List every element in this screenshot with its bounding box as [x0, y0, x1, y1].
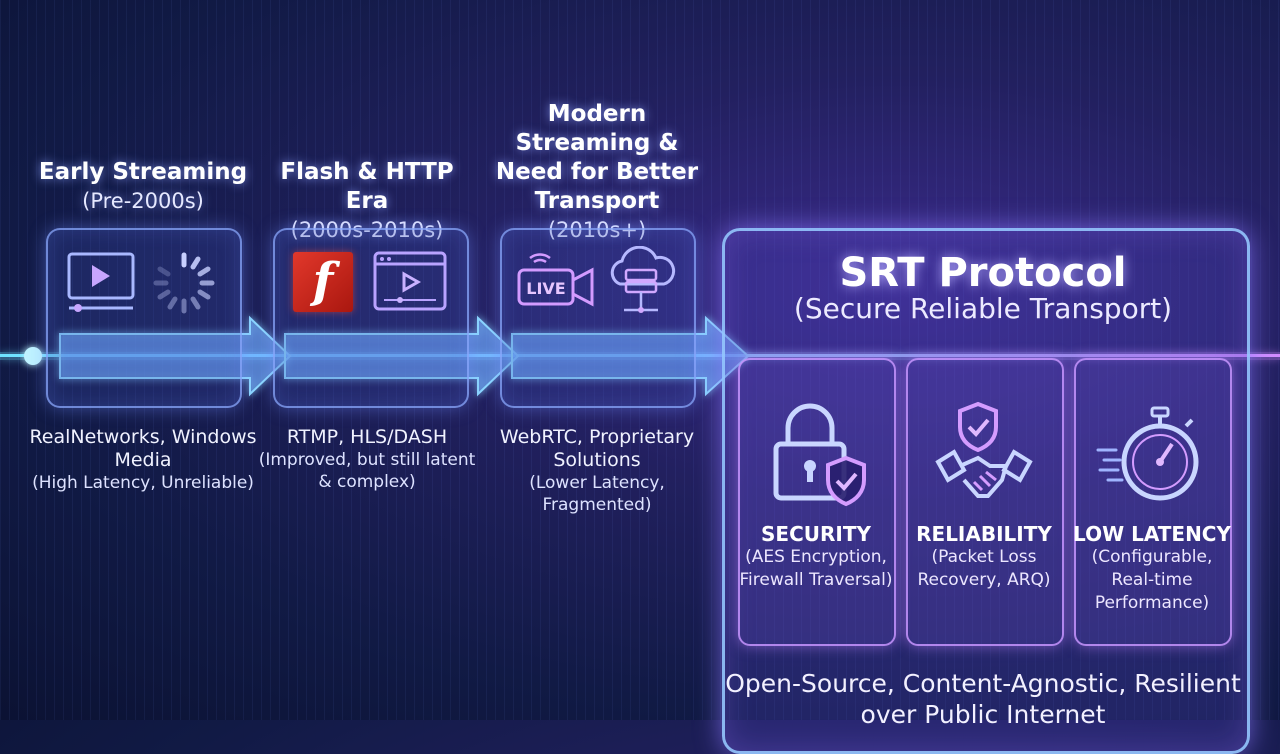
- era-2-description: RTMP, HLS/DASH (Improved, but still late…: [252, 426, 482, 493]
- padlock-shield-icon: [773, 403, 866, 507]
- era-3-period: (2010s+): [547, 218, 647, 242]
- era-2-technologies: RTMP, HLS/DASH: [286, 426, 448, 448]
- video-player-icon: [67, 252, 135, 312]
- era-1-title: Early Streaming (Pre-2000s): [33, 158, 253, 216]
- era-2-period: (2000s-2010s): [290, 218, 444, 242]
- browser-video-icon: [373, 251, 447, 311]
- handshake-shield-icon: [935, 401, 1033, 498]
- feature-card-low-latency: [1074, 358, 1232, 646]
- era-3-technologies: WebRTC, Proprietary Solutions: [499, 426, 695, 471]
- live-camera-icon: LIVE: [517, 253, 594, 307]
- feature-reliability-title: RELIABILITY: [916, 522, 1052, 546]
- feature-low-latency-title: LOW LATENCY: [1073, 522, 1231, 546]
- era-1-technologies: RealNetworks, Windows Media: [29, 426, 257, 471]
- era-2-name: Flash & HTTP Era: [280, 159, 454, 214]
- feature-security-desc: (AES Encryption, Firewall Traversal): [739, 547, 893, 590]
- srt-footer: Open-Source, Content-Agnostic, Resilient…: [725, 669, 1241, 729]
- flash-logo-icon: f: [293, 252, 353, 312]
- flash-logo-letter: f: [312, 253, 334, 309]
- era-3-description: WebRTC, Proprietary Solutions (Lower Lat…: [482, 426, 712, 516]
- cloud-server-icon: [610, 246, 676, 313]
- loading-spinner-icon: [153, 252, 215, 314]
- era-1-name: Early Streaming: [38, 159, 248, 185]
- era-1-description: RealNetworks, Windows Media (High Latenc…: [28, 426, 258, 494]
- feature-reliability-desc: (Packet Loss Recovery, ARQ): [917, 547, 1051, 590]
- srt-panel: [722, 228, 1250, 754]
- srt-subtitle: (Secure Reliable Transport): [793, 292, 1173, 325]
- timeline-start-dot: [24, 347, 42, 365]
- era-2-note: (Improved, but still latent & complex): [258, 450, 476, 492]
- era-2-title: Flash & HTTP Era (2000s-2010s): [257, 158, 477, 245]
- era-3-name: Modern Streaming & Need for Better Trans…: [495, 101, 699, 214]
- feature-security-title: SECURITY: [761, 522, 871, 546]
- era-1-period: (Pre-2000s): [82, 189, 204, 213]
- live-badge-text: LIVE: [526, 279, 565, 298]
- era-3-note: (Lower Latency, Fragmented): [529, 473, 665, 515]
- era-1-box: [46, 228, 242, 408]
- srt-title: SRT Protocol: [839, 250, 1127, 296]
- feature-low-latency-desc: (Configurable, Real-time Performance): [1091, 547, 1213, 613]
- stopwatch-icon: [1096, 406, 1199, 501]
- era-3-title: Modern Streaming & Need for Better Trans…: [487, 100, 707, 245]
- era-1-note: (High Latency, Unreliable): [32, 473, 254, 493]
